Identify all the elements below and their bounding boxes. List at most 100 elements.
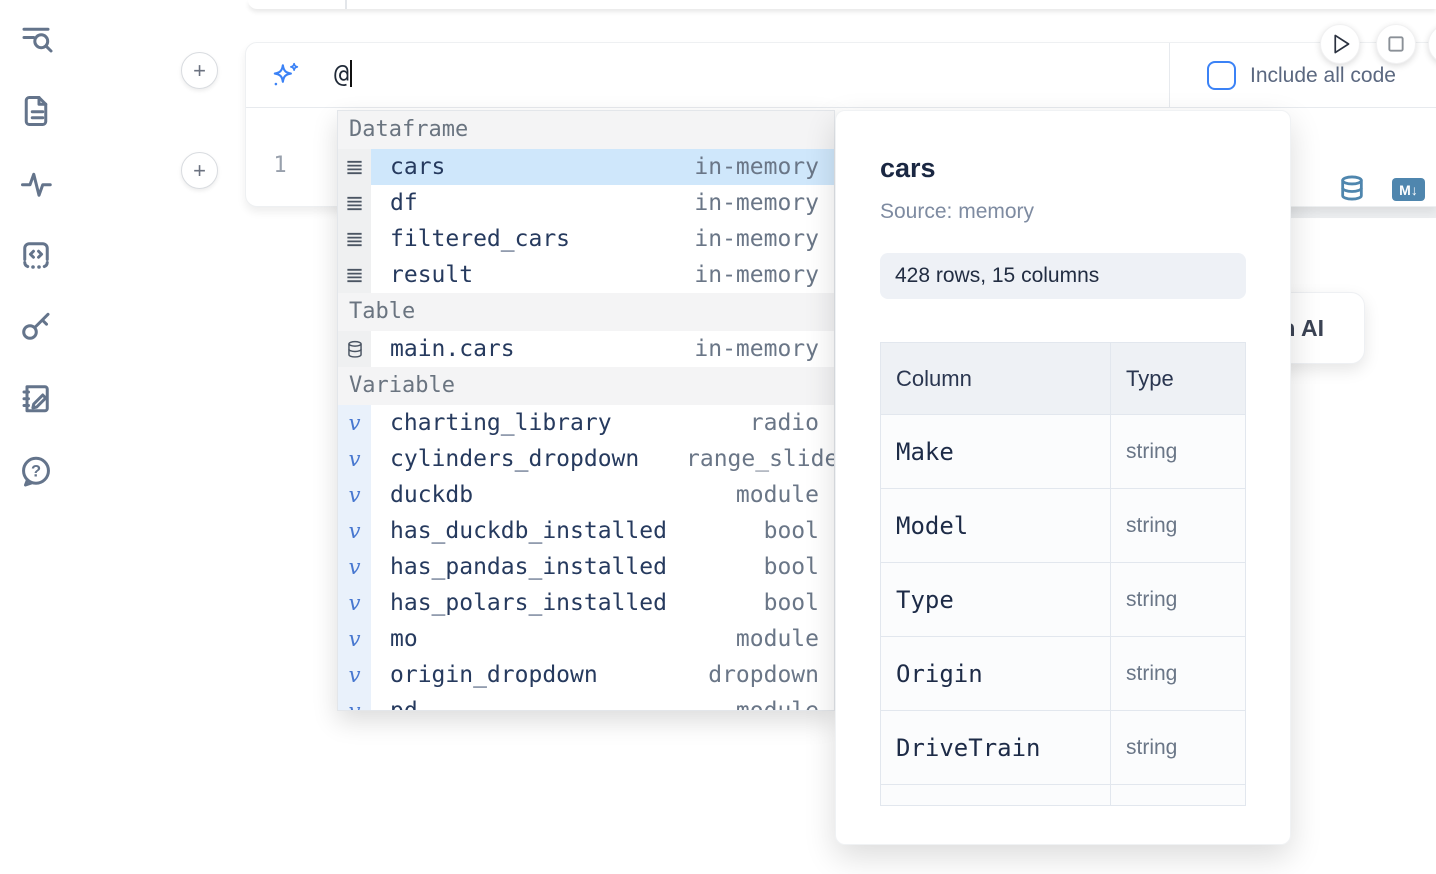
item-type: bool <box>686 590 819 616</box>
divider <box>345 0 347 9</box>
svg-text:?: ? <box>31 462 41 480</box>
autocomplete-popup: Dataframecarsin-memorydfin-memoryfiltere… <box>337 110 835 711</box>
autocomplete-item[interactable]: vhas_duckdb_installedbool <box>338 513 834 549</box>
item-type: dropdown <box>686 662 819 688</box>
stop-button[interactable] <box>1376 24 1416 64</box>
add-cell-button-top[interactable]: + <box>181 52 218 89</box>
item-name: cylinders_dropdown <box>371 446 686 472</box>
variable-icon: v <box>338 693 371 711</box>
item-name: mo <box>371 626 686 652</box>
include-all-code-checkbox[interactable] <box>1207 61 1236 90</box>
item-type: range_slider <box>686 446 819 472</box>
column-type-cell: string <box>1111 489 1246 563</box>
item-name: charting_library <box>371 410 686 436</box>
table-icon <box>338 331 371 367</box>
activity-icon[interactable] <box>18 166 54 202</box>
item-name: has_duckdb_installed <box>371 518 686 544</box>
dataframe-icon <box>338 185 371 221</box>
item-type: radio <box>686 410 819 436</box>
file-icon[interactable] <box>18 93 54 129</box>
preview-schema-table: Column Type MakestringModelstringTypestr… <box>880 342 1246 806</box>
ai-prompt-input[interactable]: @ <box>334 59 352 88</box>
column-type-cell: string <box>1111 711 1246 785</box>
variable-icon: v <box>338 657 371 693</box>
scratchpad-icon[interactable] <box>18 380 54 416</box>
variable-icon: v <box>338 621 371 657</box>
item-name: df <box>371 190 686 216</box>
autocomplete-item[interactable]: dfin-memory <box>338 185 834 221</box>
item-name: has_polars_installed <box>371 590 686 616</box>
table-row: Originstring <box>881 637 1246 711</box>
previous-cell-edge <box>248 0 1436 9</box>
autocomplete-item[interactable]: main.carsin-memory <box>338 331 834 367</box>
column-name-cell: Origin <box>881 637 1111 711</box>
table-row: Modelstring <box>881 489 1246 563</box>
item-type: in-memory <box>686 262 819 288</box>
dataframe-icon <box>338 221 371 257</box>
add-cell-button-bottom[interactable]: + <box>181 152 218 189</box>
autocomplete-item[interactable]: filtered_carsin-memory <box>338 221 834 257</box>
column-name-cell: DriveTrain <box>881 711 1111 785</box>
item-type: in-memory <box>686 336 819 362</box>
include-all-code-label: Include all code <box>1250 64 1396 88</box>
autocomplete-item[interactable]: vorigin_dropdowndropdown <box>338 657 834 693</box>
dataframe-icon <box>338 149 371 185</box>
autocomplete-item[interactable]: resultin-memory <box>338 257 834 293</box>
preview-table-wrap: Column Type MakestringModelstringTypestr… <box>880 342 1246 806</box>
item-type: module <box>686 482 819 508</box>
preview-source: Source: memory <box>880 200 1246 224</box>
column-header: Column <box>881 343 1111 415</box>
item-name: origin_dropdown <box>371 662 686 688</box>
column-name-cell <box>881 785 1111 806</box>
toc-search-icon[interactable] <box>18 21 54 57</box>
variable-icon: v <box>338 405 371 441</box>
table-row-partial <box>881 785 1246 806</box>
column-type-cell: string <box>1111 637 1246 711</box>
column-type-cell: string <box>1111 563 1246 637</box>
item-type: in-memory <box>686 226 819 252</box>
ai-prompt-row: @ Include all code <box>246 43 1436 108</box>
sidebar: ? <box>0 0 72 874</box>
item-name: duckdb <box>371 482 686 508</box>
autocomplete-item[interactable]: vhas_polars_installedbool <box>338 585 834 621</box>
item-name: main.cars <box>371 336 686 362</box>
item-type: bool <box>686 554 819 580</box>
autocomplete-item[interactable]: vpdmodule <box>338 693 834 711</box>
markdown-icon[interactable]: M↓ <box>1392 178 1425 201</box>
column-name-cell: Model <box>881 489 1111 563</box>
autocomplete-section-header: Variable <box>338 367 834 405</box>
variable-icon: v <box>338 441 371 477</box>
column-name-cell: Make <box>881 415 1111 489</box>
database-icon[interactable] <box>1338 174 1366 202</box>
stop-icon <box>1377 24 1415 64</box>
autocomplete-item[interactable]: vcharting_libraryradio <box>338 405 834 441</box>
editor-line-number: 1 <box>270 153 290 178</box>
variable-icon: v <box>338 477 371 513</box>
run-cell-button[interactable] <box>1320 24 1360 64</box>
autocomplete-item[interactable]: vduckdbmodule <box>338 477 834 513</box>
play-icon <box>1321 24 1359 64</box>
preview-stats-badge: 428 rows, 15 columns <box>880 253 1246 299</box>
autocomplete-item[interactable]: vcylinders_dropdownrange_slider <box>338 441 834 477</box>
autocomplete-item[interactable]: vhas_pandas_installedbool <box>338 549 834 585</box>
autocomplete-item[interactable]: carsin-memory <box>338 149 834 185</box>
variable-icon: v <box>338 513 371 549</box>
preview-title: cars <box>880 153 1246 184</box>
autocomplete-section-header: Table <box>338 293 834 331</box>
sparkles-icon <box>270 61 300 91</box>
column-name-cell: Type <box>881 563 1111 637</box>
item-type: module <box>686 698 819 711</box>
dataframe-icon <box>338 257 371 293</box>
autocomplete-section-header: Dataframe <box>338 111 834 149</box>
autocomplete-item[interactable]: vmomodule <box>338 621 834 657</box>
divider <box>1169 43 1170 107</box>
table-row: Typestring <box>881 563 1246 637</box>
help-icon[interactable]: ? <box>18 452 54 488</box>
column-type-cell: string <box>1111 415 1246 489</box>
variable-icon: v <box>338 549 371 585</box>
key-icon[interactable] <box>18 308 54 344</box>
item-name: cars <box>371 154 686 180</box>
snippets-icon[interactable] <box>18 237 54 273</box>
text-caret <box>350 60 352 87</box>
